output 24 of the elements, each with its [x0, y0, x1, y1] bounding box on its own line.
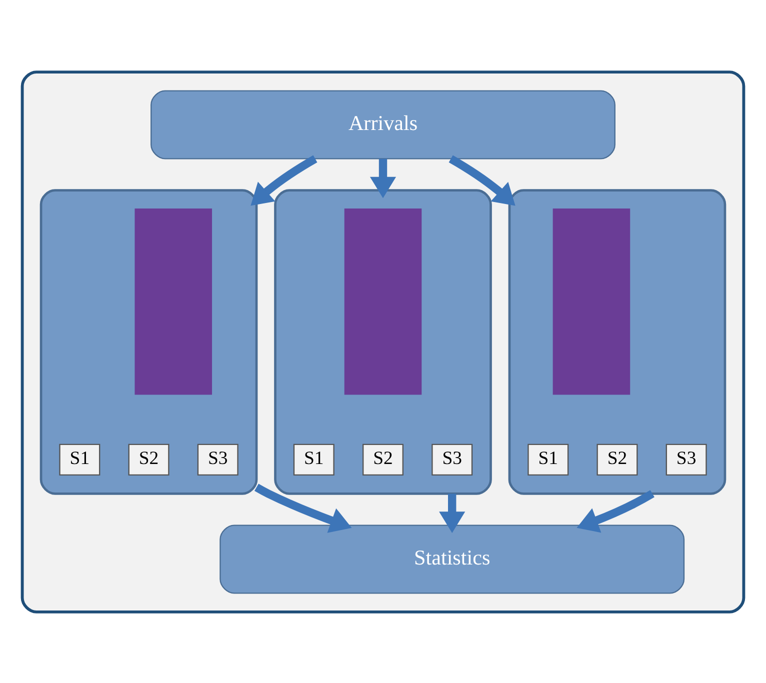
node-box	[552, 208, 630, 394]
node-box: S2	[362, 443, 404, 475]
node-box: Statistics	[220, 524, 685, 594]
node-box: S1	[528, 443, 569, 475]
cluster	[274, 188, 492, 494]
arrow	[448, 154, 516, 206]
arrow	[439, 493, 466, 532]
node-box	[344, 208, 422, 394]
node-box: S2	[596, 443, 638, 475]
arrow	[370, 158, 396, 198]
arrow	[576, 490, 654, 532]
node-box: S1	[59, 443, 100, 475]
node-box: S3	[432, 443, 473, 475]
cluster	[508, 188, 726, 494]
node-box	[134, 208, 212, 394]
arrow	[250, 154, 318, 206]
node-box: S1	[293, 443, 334, 475]
cluster	[40, 188, 258, 494]
node-box: Arrivals	[150, 90, 616, 159]
arrow	[254, 483, 352, 532]
cluster	[20, 70, 746, 613]
node-box: S2	[128, 443, 170, 475]
node-box: S3	[666, 443, 707, 475]
node-box: S3	[197, 443, 238, 475]
